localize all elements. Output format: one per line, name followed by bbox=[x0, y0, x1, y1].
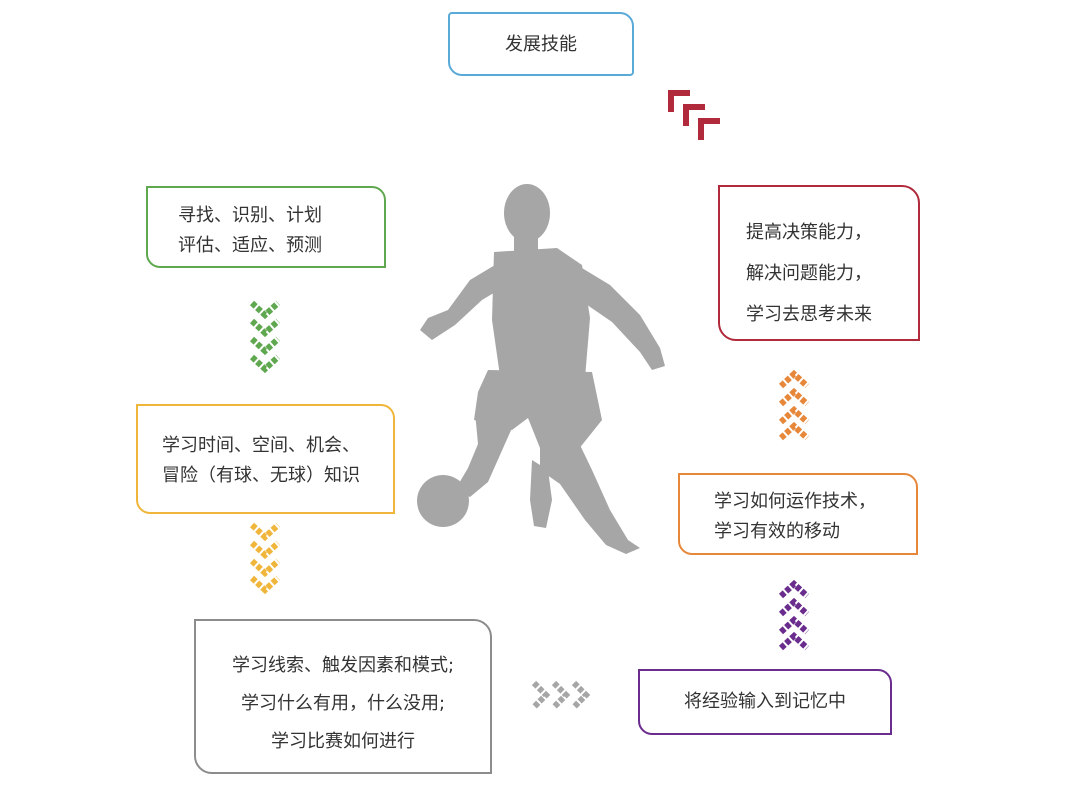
learn-cues-line-2: 学习什么有用，什么没用; bbox=[240, 693, 446, 714]
yellow-down-chevron-icon bbox=[249, 522, 281, 595]
learn-cues-line-3: 学习比赛如何进行 bbox=[271, 731, 415, 752]
red-step-arrow-icon bbox=[668, 90, 720, 140]
learn-cues-box: 学习线索、触发因素和模式; 学习什么有用，什么没用; 学习比赛如何进行 bbox=[194, 619, 492, 774]
learn-technique-line-2: 学习有效的移动 bbox=[714, 521, 840, 542]
develop-skills-text: 发展技能 bbox=[505, 34, 577, 55]
decision-line-2: 解决问题能力， bbox=[746, 263, 872, 284]
memory-input-text: 将经验输入到记忆中 bbox=[684, 691, 846, 712]
find-identify-box: 寻找、识别、计划 评估、适应、预测 bbox=[146, 186, 386, 268]
orange-up-chevron-icon bbox=[778, 369, 810, 441]
learn-technique-box: 学习如何运作技术， 学习有效的移动 bbox=[678, 473, 918, 555]
learn-technique-line-1: 学习如何运作技术， bbox=[714, 491, 876, 512]
learn-time-line-1: 学习时间、空间、机会、 bbox=[162, 435, 360, 456]
learn-cues-line-1: 学习线索、触发因素和模式; bbox=[231, 655, 455, 676]
purple-up-chevron-icon bbox=[778, 579, 810, 651]
learn-time-space-box: 学习时间、空间、机会、 冒险（有球、无球）知识 bbox=[136, 404, 395, 514]
learn-time-line-2: 冒险（有球、无球）知识 bbox=[162, 465, 360, 486]
memory-input-box: 将经验输入到记忆中 bbox=[638, 669, 892, 735]
decision-line-1: 提高决策能力， bbox=[746, 222, 872, 243]
find-identify-line-1: 寻找、识别、计划 bbox=[178, 205, 322, 226]
decision-line-3: 学习去思考未来 bbox=[746, 304, 872, 325]
develop-skills-box: 发展技能 bbox=[448, 12, 634, 76]
green-down-chevron-icon bbox=[249, 300, 281, 374]
decision-making-box: 提高决策能力， 解决问题能力， 学习去思考未来 bbox=[718, 185, 920, 341]
gray-right-chevron-icon bbox=[531, 680, 591, 710]
find-identify-line-2: 评估、适应、预测 bbox=[178, 235, 322, 256]
